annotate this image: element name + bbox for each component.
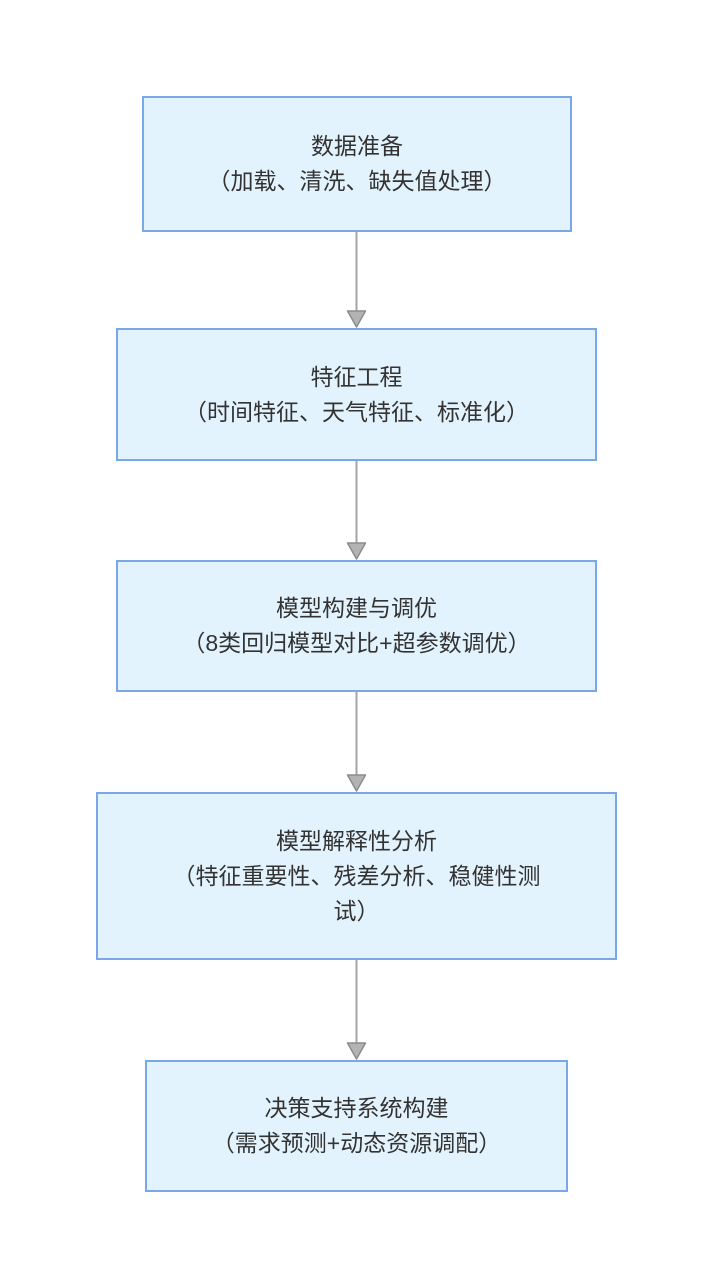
node-title: 决策支持系统构建 [264, 1095, 449, 1121]
flow-arrow-down-4 [346, 960, 367, 1060]
flow-arrow-down-2 [346, 461, 367, 560]
flow-arrow-down-1 [346, 232, 367, 328]
node-title: 数据准备 [311, 133, 403, 159]
flow-node-decision-support-system: 决策支持系统构建 （需求预测+动态资源调配） [145, 1060, 568, 1192]
node-subtitle: （需求预测+动态资源调配） [211, 1130, 502, 1156]
node-subtitle: （特征重要性、残差分析、稳健性测试） [172, 862, 541, 924]
node-subtitle: （时间特征、天气特征、标准化） [184, 398, 529, 425]
node-subtitle: （8类回归模型对比+超参数调优） [182, 630, 531, 656]
node-title: 模型解释性分析 [276, 827, 437, 854]
flow-node-feature-engineering: 特征工程 （时间特征、天气特征、标准化） [116, 328, 597, 461]
node-title: 特征工程 [310, 363, 403, 390]
flow-arrow-down-3 [346, 692, 367, 792]
node-title: 模型构建与调优 [276, 595, 437, 621]
flow-node-data-preparation: 数据准备 （加载、清洗、缺失值处理） [142, 96, 572, 232]
node-subtitle: （加载、清洗、缺失值处理） [207, 168, 507, 194]
flow-node-model-interpretability: 模型解释性分析 （特征重要性、残差分析、稳健性测试） [96, 792, 617, 960]
flow-node-model-building-tuning: 模型构建与调优 （8类回归模型对比+超参数调优） [116, 560, 597, 692]
